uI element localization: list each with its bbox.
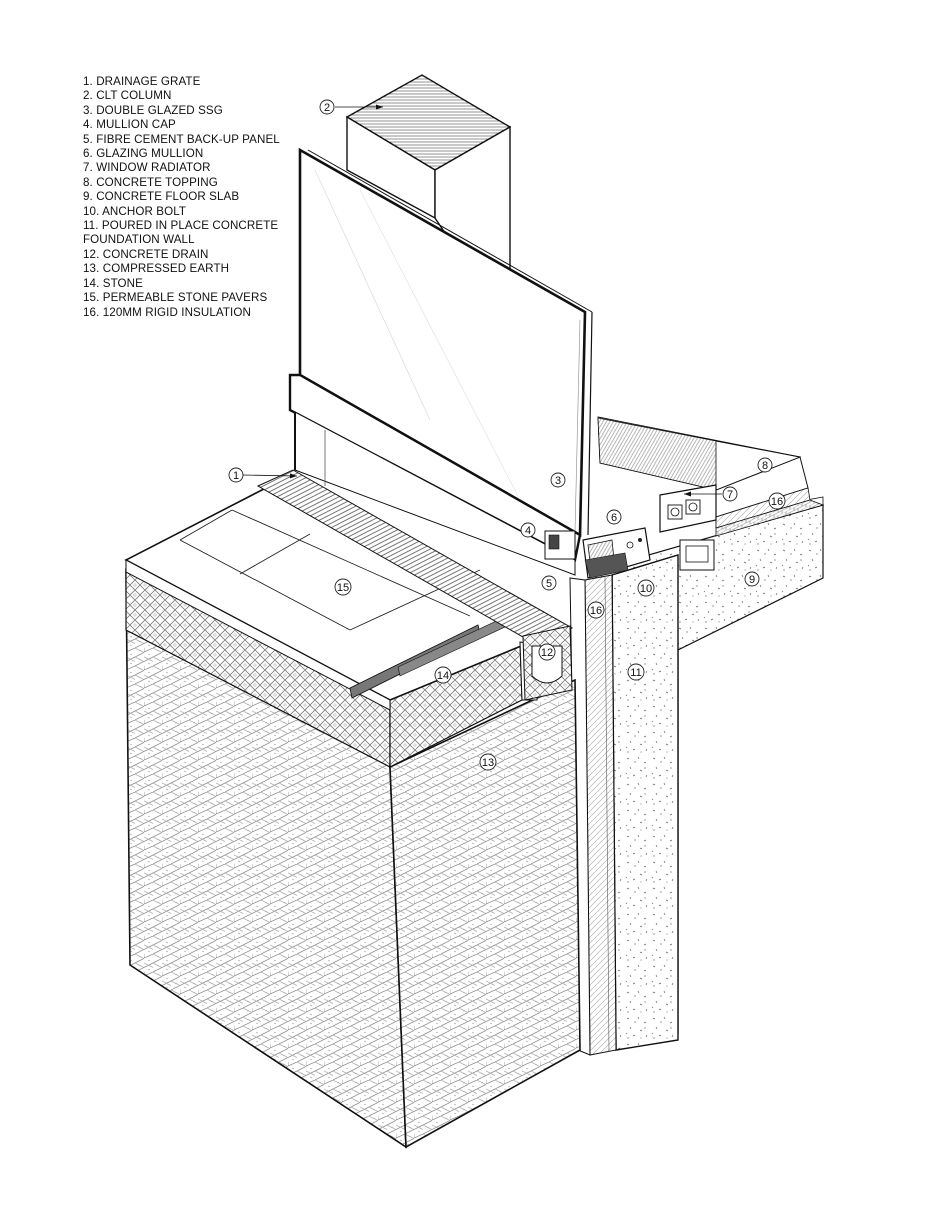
callout-11: 11 <box>627 663 645 681</box>
legend-item: 14. STONE <box>83 276 143 290</box>
svg-text:16: 16 <box>771 496 783 508</box>
callout-5: 5 <box>541 575 557 591</box>
anchor-bolt <box>619 539 715 641</box>
legend-list: 1. DRAINAGE GRATE 2. CLT COLUMN 3. DOUBL… <box>83 75 343 320</box>
svg-text:6: 6 <box>611 512 617 524</box>
callout-13: 13 <box>479 753 497 771</box>
legend-item: 6. GLAZING MULLION <box>83 147 204 161</box>
svg-text:11: 11 <box>630 667 641 679</box>
spandrel-band <box>288 373 582 576</box>
legend-item: 12. CONCRETE DRAIN <box>83 247 209 261</box>
legend-item: 2. CLT COLUMN <box>83 89 172 103</box>
svg-text:5: 5 <box>546 578 552 590</box>
callout-1: 1 <box>228 467 244 483</box>
legend-item: 4. MULLION CAP <box>83 118 176 132</box>
svg-text:12: 12 <box>541 647 553 659</box>
legend-item: 7. WINDOW RADIATOR <box>83 161 211 175</box>
legend-item: 15. PERMEABLE STONE PAVERS <box>83 291 268 305</box>
svg-text:7: 7 <box>727 489 733 501</box>
callout-16-insulation: 16 <box>587 601 605 619</box>
svg-text:10: 10 <box>640 583 652 595</box>
callout-12: 12 <box>538 643 556 661</box>
legend-item: 3. DOUBLE GLAZED SSG <box>83 103 223 117</box>
legend-item: 16. 120mm RIGID INSULATION <box>83 305 251 319</box>
callout-4: 4 <box>520 522 536 538</box>
callout-7: 7 <box>722 486 738 502</box>
compressed-earth <box>125 568 581 1149</box>
legend-item: 10. ANCHOR BOLT <box>83 204 187 218</box>
svg-text:4: 4 <box>525 525 531 537</box>
svg-text:9: 9 <box>749 574 755 586</box>
concrete-topping <box>597 416 825 537</box>
callout-15: 15 <box>334 578 352 596</box>
svg-text:15: 15 <box>337 582 349 594</box>
callout-2: 2 <box>319 99 335 115</box>
mullion-assembly <box>544 527 651 579</box>
svg-text:16: 16 <box>590 605 602 617</box>
callout-8: 8 <box>757 457 773 473</box>
callout-14: 14 <box>434 666 452 684</box>
callout-10: 10 <box>637 579 655 597</box>
callout-6: 6 <box>606 509 622 525</box>
callout-9: 9 <box>744 571 760 587</box>
callout-16-slab: 16 <box>768 492 786 510</box>
svg-text:3: 3 <box>555 475 561 487</box>
foundation-wall <box>611 554 679 1051</box>
svg-text:1: 1 <box>233 470 239 482</box>
legend-item: 8. CONCRETE TOPPING <box>83 175 218 189</box>
svg-text:2: 2 <box>324 102 330 114</box>
legend-item: 1. DRAINAGE GRATE <box>83 75 201 88</box>
concrete-drain <box>522 625 573 701</box>
callout-3: 3 <box>550 472 566 488</box>
svg-text:8: 8 <box>762 460 768 472</box>
legend-item: 11. POURED IN PLACE CONCRETE FOUNDATION … <box>83 219 279 247</box>
legend-item: 13. COMPRESSED EARTH <box>83 262 230 276</box>
leader-lines <box>242 104 722 497</box>
legend-item: 9. CONCRETE FLOOR SLAB <box>83 190 240 204</box>
legend-item: 5. FIBRE CEMENT BACK-UP PANEL <box>83 132 280 146</box>
svg-text:13: 13 <box>482 757 494 769</box>
svg-text:14: 14 <box>437 670 449 682</box>
window-radiator <box>659 484 717 533</box>
